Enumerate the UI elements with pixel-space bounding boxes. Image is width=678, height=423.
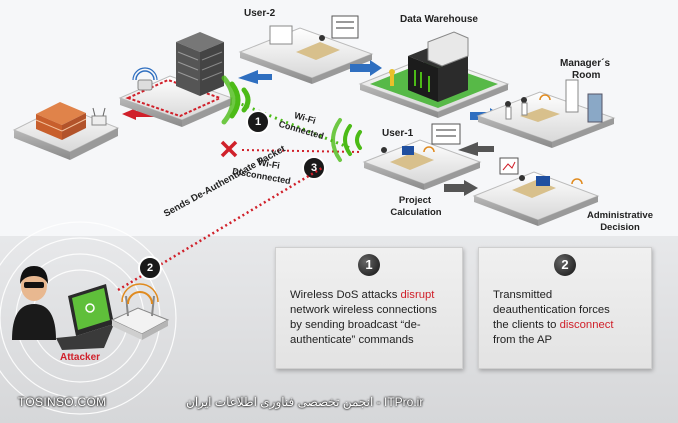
info-panel-2-line3: the clients to disconnect [493,318,614,333]
step-2-number: 2 [146,262,154,274]
wifi-signal-icon-user1 [331,118,362,162]
info-panel-2-line2: deauthentication forces [493,304,610,316]
info-panel-1-line4: authenticate” commands [290,334,414,346]
step-3-number: 3 [310,162,318,174]
info-panel-1-line1-b: disrupt [400,289,435,301]
footer-site-label: TOSINSO.COM [18,395,107,409]
data-warehouse-label: Data Warehouse [400,14,478,25]
manager-room-platform [476,79,616,148]
project-calculation-label-2: Calculation [390,207,442,218]
router-icon-left [91,107,107,126]
server-rack-icon [176,32,224,96]
admin-decision-label-2: Decision [600,222,640,233]
info-panel-1-line1: Wireless DoS attacks disrupt [290,288,434,303]
info-panel-2-line4: from the AP [493,334,553,346]
access-point-icon [132,67,158,91]
disconnect-x-icon [220,140,238,158]
data-warehouse-platform [358,31,510,118]
user2-platform [238,15,374,84]
laptop-icon [56,284,114,350]
info-panel-1: 1 Wireless DoS attacks disrupt network w… [275,247,463,369]
info-panel-1-line3: by sending broadcast “de- [290,319,421,331]
wifi-signal-icon-ap [221,75,251,125]
info-panel-2-line3-b: disconnect [559,319,614,331]
blue-arrow-icon [238,70,272,84]
user2-label: User-2 [244,8,276,19]
attacker-label: Attacker [60,352,101,363]
info-panel-2-line1: Transmitted [493,289,553,301]
project-calculation-label-1: Project [398,195,432,206]
info-panel-2: 2 Transmitted deauthentication forces th… [478,247,652,369]
footer-watermark: ITPro.ir - انجمن تخصصی فناوری اطلاعات ای… [186,395,424,409]
step-2-badge [138,256,162,280]
info-panel-1-line2: network wireless connections [290,304,437,316]
step-1-number: 1 [254,116,262,128]
step-1-badge [246,110,270,134]
manager-room-label-line1: Manager´s [560,58,611,69]
gray-arrow-icon [458,142,494,156]
disconnected-link [241,149,363,153]
admin-decision-platform [472,157,600,226]
firewall-brick-icon [35,102,87,140]
user1-label: User-1 [382,128,414,139]
info-panel-1-line1-a: Wireless DoS attacks [290,289,401,301]
step-3-badge [302,156,326,180]
attacker-person-icon [12,266,56,340]
gray-arrow-icon-2 [444,180,478,196]
manager-room-label-line2: Room [572,70,601,81]
admin-decision-label-1: Administrative [587,210,653,221]
wireless-router-icon [110,283,170,340]
user1-platform [362,123,482,190]
info-panel-2-line3-a: the clients to [493,319,560,331]
info-panel-1-number: 1 [358,254,380,276]
info-panel-2-number: 2 [554,254,576,276]
blue-arrow-icon-2 [350,60,382,76]
